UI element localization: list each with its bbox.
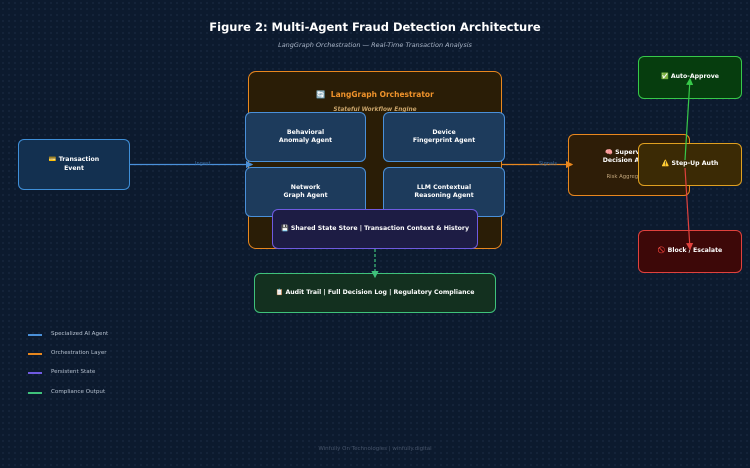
event-line2: Event — [64, 164, 84, 172]
approve-arrow — [684, 77, 694, 161]
device-line1: Device — [432, 128, 456, 136]
llm-line2: Reasoning Agent — [414, 192, 474, 199]
orchestrator-title-text: LangGraph Orchestrator — [330, 90, 434, 99]
ingest-label: Ingest — [195, 161, 211, 167]
llm-reasoning-agent: LLM Contextual Reasoning Agent — [383, 167, 505, 217]
legend-swatch-state — [28, 372, 42, 374]
check-icon: ✅ — [660, 73, 669, 81]
device-fingerprint-agent: Device Fingerprint Agent — [383, 112, 505, 162]
shared-state-store: 💾 Shared State Store | Transaction Conte… — [272, 209, 478, 249]
orchestrator-title: 🔄 LangGraph Orchestrator — [249, 90, 501, 100]
supervisor-line2: Decision Agent — [602, 156, 656, 164]
device-line2: Fingerprint Agent — [412, 137, 476, 144]
supervisor-line1: Supervisor — [615, 148, 653, 156]
orchestrator-icon: 🔄 — [316, 90, 326, 99]
signals-label: Signals — [539, 161, 557, 167]
store-text: Shared State Store | Transaction Context… — [290, 224, 469, 232]
transaction-event-node: 💳 Transaction Event — [18, 139, 130, 190]
legend-swatch-agent — [28, 334, 42, 336]
legend-label-agent: Specialized AI Agent — [51, 331, 109, 337]
orchestrator-subtitle: Stateful Workflow Engine — [333, 107, 417, 113]
auto-approve-node: ✅ Auto-Approve — [638, 56, 742, 99]
approve-label: Auto-Approve — [670, 73, 720, 81]
credit-card-icon: 💳 — [48, 156, 57, 164]
network-line2: Graph Agent — [283, 192, 328, 199]
audit-text: Audit Trail | Full Decision Log | Regula… — [285, 288, 475, 296]
llm-line1: LLM Contextual — [416, 183, 472, 191]
legend-swatch-compliance — [28, 392, 42, 394]
behavioral-anomaly-agent: Behavioral Anomaly Agent — [245, 112, 366, 162]
disk-icon: 💾 — [281, 224, 289, 232]
block-icon: 🚫 — [657, 247, 666, 255]
legend-label-compliance: Compliance Output — [51, 389, 106, 395]
event-line1: Transaction — [58, 156, 100, 164]
block-arrow — [684, 167, 694, 251]
diagram-subtitle: LangGraph Orchestration — Real-Time Tran… — [278, 41, 472, 49]
block-label: Block / Escalate — [667, 247, 723, 255]
clipboard-icon: 📋 — [275, 288, 284, 296]
legend-label-orchestration: Orchestration Layer — [51, 350, 107, 356]
legend-label-state: Persistent State — [51, 369, 96, 375]
stepup-label: Step-Up Auth — [671, 160, 719, 168]
brain-icon: 🧠 — [605, 148, 613, 156]
block-escalate-node: 🚫 Block / Escalate — [638, 230, 742, 273]
network-graph-agent: Network Graph Agent — [245, 167, 366, 217]
legend-swatch-orchestration — [28, 353, 42, 355]
step-up-auth-node: ⚠️ Step-Up Auth — [638, 143, 742, 186]
warning-icon: ⚠️ — [661, 160, 670, 168]
behavioral-line1: Behavioral — [286, 128, 325, 136]
diagram-title: Figure 2: Multi-Agent Fraud Detection Ar… — [209, 20, 541, 34]
behavioral-line2: Anomaly Agent — [278, 137, 333, 144]
supervisor-subtitle: Risk Aggregation — [606, 174, 652, 181]
network-line1: Network — [290, 183, 321, 191]
footer-credit: Winfully On Technologies | winfully.digi… — [318, 446, 432, 452]
